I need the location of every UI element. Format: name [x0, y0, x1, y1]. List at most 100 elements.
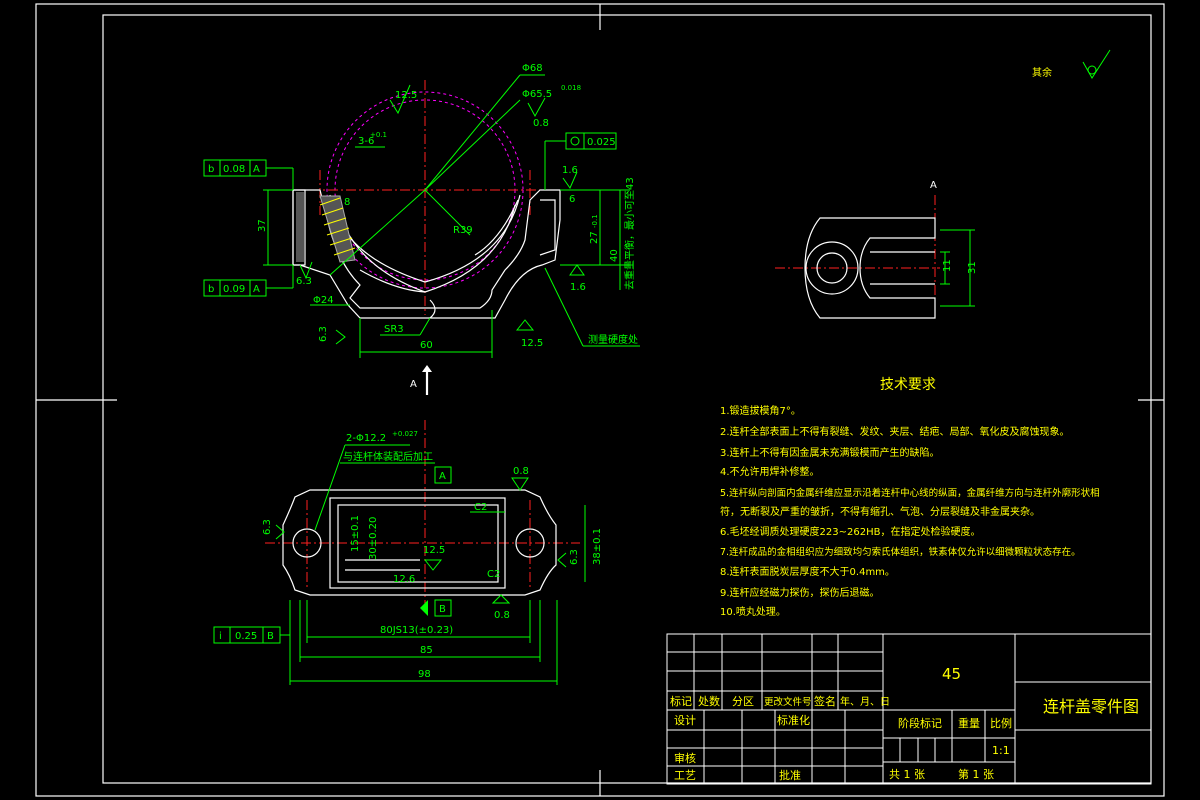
- svg-text:A: A: [253, 164, 260, 175]
- d6-label: 6: [569, 194, 575, 205]
- ra-top-label: 12.5: [395, 90, 417, 101]
- d11-label: 11: [942, 259, 953, 272]
- d31-label: 31: [967, 261, 978, 274]
- ra08a-label: 0.8: [513, 466, 529, 477]
- tb-design: 设计: [674, 714, 696, 727]
- tb-sheet-no: 第 1 张: [958, 767, 994, 781]
- ra63b-label: 6.3: [569, 549, 580, 565]
- right-bolt-hole: [515, 528, 545, 558]
- ra63b-label: 6.3: [318, 326, 329, 342]
- ra63a-label: 6.3: [262, 519, 273, 535]
- hardness-label: 测量硬度处: [588, 333, 638, 346]
- svg-text:B: B: [267, 631, 274, 642]
- material-label: 45: [942, 665, 961, 683]
- bottom-view: 2-Φ12.2 +0.027 与连杆体装配后加工 A 0.8 0.8 6.3 6…: [213, 420, 603, 685]
- d98-label: 98: [418, 669, 431, 680]
- top-view: Φ68 Φ65.5 0.018 R39 12.5 0.8 3-6 +0.1 8 …: [203, 63, 640, 395]
- surface-finish-note: 其余: [1032, 49, 1111, 79]
- side-view: A 11 31: [775, 180, 978, 320]
- tb-standard: 标准化: [777, 713, 810, 727]
- slot-label: 3-6: [358, 136, 374, 147]
- phi24-label: Φ24: [313, 295, 334, 306]
- hatch-region: [296, 192, 356, 263]
- section-label-a-top: A: [410, 379, 417, 390]
- ra125-label: 12.5: [521, 338, 543, 349]
- tech-req-item: 3.连杆上不得有因金属未充满锻模而产生的缺陷。: [720, 446, 940, 459]
- drawing-title: 连杆盖零件图: [1043, 697, 1139, 716]
- technical-requirements: 技术要求 1.锻造拔模角7°。 2.连杆全部表面上不得有裂缝、发纹、夹层、结疤、…: [720, 377, 1100, 618]
- d15-label: 15±0.1: [350, 515, 361, 552]
- d16-label: 1.6: [562, 165, 578, 176]
- tb-stage: 阶段标记: [898, 716, 942, 730]
- tech-req-item: 2.连杆全部表面上不得有裂缝、发纹、夹层、结疤、局部、氧化皮及腐蚀现象。: [720, 425, 1070, 438]
- assembly-note: 与连杆体装配后加工: [343, 450, 433, 463]
- ra125b-label: 12.5: [423, 545, 445, 556]
- r39-label: R39: [453, 225, 473, 236]
- tb-review: 审核: [674, 751, 696, 765]
- tb-label-date: 年、月、日: [840, 695, 890, 708]
- d30-label: 30±0.20: [368, 517, 379, 560]
- d38-label: 38±0.1: [592, 528, 603, 565]
- surface-note-text: 其余: [1032, 66, 1052, 79]
- svg-text:A: A: [439, 471, 446, 482]
- tech-req-heading: 技术要求: [880, 377, 936, 393]
- svg-text:0.08: 0.08: [223, 164, 245, 175]
- tb-process: 工艺: [674, 769, 696, 782]
- tech-req-item: 1.锻造拔模角7°。: [720, 404, 801, 417]
- ra16-label: 1.6: [570, 282, 586, 293]
- ra126-label: 12.6: [393, 574, 415, 585]
- bottom-view-outline: [282, 489, 557, 596]
- sr3-label: SR3: [384, 324, 404, 335]
- tb-sheets: 共 1 张: [889, 768, 925, 781]
- title-block: 标记 处数 分区 更改文件号 签名 年、月、日 设计 标准化 审核 工艺 批准 …: [666, 633, 1152, 785]
- datum-b-label: B: [439, 604, 446, 615]
- d37-label: 37: [257, 219, 268, 232]
- side-note2: 去重量平衡，最小可至43: [623, 177, 636, 290]
- left-bolt-hole: [292, 528, 322, 558]
- bottom-tol-frame: i 0.25 B: [213, 626, 290, 644]
- holes-label: 2-Φ12.2: [346, 433, 386, 444]
- inner-border: [102, 14, 1152, 784]
- d60-label: 60: [420, 340, 433, 351]
- svg-text:0.09: 0.09: [223, 284, 245, 295]
- tb-scale: 1:1: [992, 744, 1010, 757]
- phi65-label: Φ65.5: [522, 89, 552, 100]
- d8-label: 8: [344, 197, 350, 208]
- svg-text:A: A: [253, 284, 260, 295]
- ra08b-label: 0.8: [494, 610, 510, 621]
- c2a-label: C2: [474, 502, 487, 513]
- tb-label-sign: 签名: [814, 694, 836, 708]
- tb-scale-label: 比例: [990, 716, 1012, 730]
- ra63-label: 6.3: [296, 276, 312, 287]
- d27-label: 27: [589, 231, 600, 244]
- phi65-tol: 0.018: [561, 84, 581, 92]
- tech-req-item: 符，无断裂及严重的皱折，不得有缩孔、气泡、分层裂缝及非金属夹杂。: [720, 505, 1040, 518]
- phi68-label: Φ68: [522, 63, 543, 74]
- tb-approve: 批准: [779, 768, 801, 782]
- tech-req-item: 7.连杆成品的金相组织应为细致均匀索氏体组织，铁素体仅允许以细微颗粒状态存在。: [720, 546, 1081, 558]
- c025-label: 0.025: [587, 137, 616, 148]
- outer-border: [35, 3, 1165, 797]
- tech-req-item: 9.连杆应经磁力探伤，探伤后退磁。: [720, 586, 880, 599]
- tol-frame-1: b 0.08 A: [203, 159, 294, 190]
- tech-req-item: 8.连杆表面脱炭层厚度不大于0.4mm。: [720, 565, 895, 578]
- tech-req-item: 4.不允许用焊补修整。: [720, 465, 820, 478]
- drawing-frame: [35, 3, 1165, 797]
- tb-weight: 重量: [958, 716, 980, 730]
- tol-frame-2: b 0.09 A: [203, 265, 294, 297]
- ra08-label: 0.8: [533, 118, 549, 129]
- svg-text:b: b: [208, 284, 214, 295]
- side-view-outline: [804, 217, 936, 319]
- side-view-hole-inner: [816, 252, 848, 284]
- svg-text:0.25: 0.25: [235, 631, 257, 642]
- top-view-outline: [292, 189, 561, 319]
- tech-req-item: 10.喷丸处理。: [720, 605, 786, 618]
- tech-req-item: 6.毛坯经调质处理硬度223~262HB，在指定处检验硬度。: [720, 525, 980, 538]
- d85-label: 85: [420, 645, 433, 656]
- d80-label: 80JS13(±0.23): [380, 625, 453, 636]
- holes-tol: +0.027: [392, 430, 418, 438]
- d27-tol: -0.1: [591, 214, 599, 228]
- d40-label: 40: [609, 249, 620, 262]
- section-label-a-side: A: [930, 180, 937, 191]
